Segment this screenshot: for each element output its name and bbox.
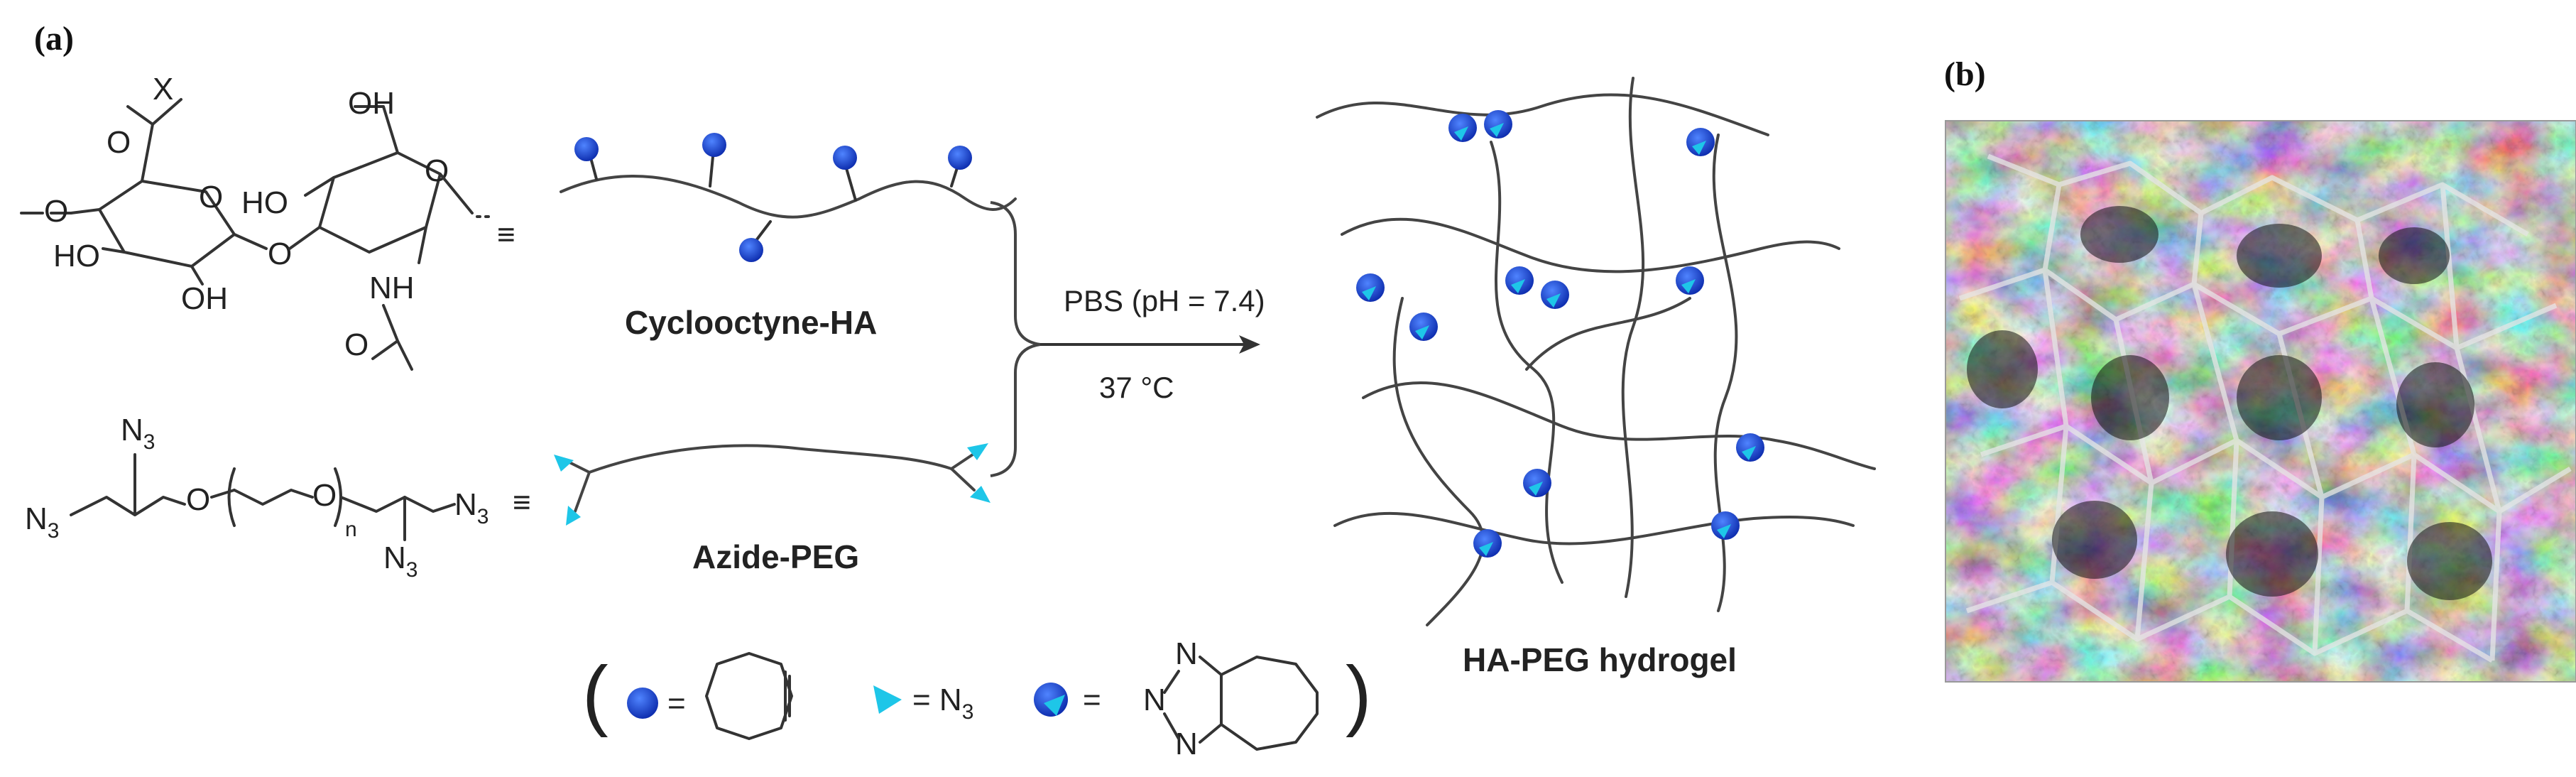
azide-peg-label: Azide-PEG: [692, 538, 859, 575]
legend-equals-1: =: [667, 686, 686, 721]
ring1-ho: HO: [53, 239, 100, 273]
cyclooctyne-dot: [948, 146, 972, 170]
ring2-nh: NH: [369, 271, 415, 305]
panel-label-a: (a): [34, 20, 74, 58]
cyclooctyne-dot: [627, 688, 658, 719]
triazole-n2: N: [1143, 683, 1166, 717]
peg-n3-right: N3: [454, 487, 489, 528]
reaction-condition-temperature: 37 °C: [1099, 371, 1174, 404]
azide-arrow-icon: [873, 685, 902, 714]
ring1-oh: OH: [181, 281, 228, 316]
triazole-n3: N: [1175, 727, 1198, 761]
acetyl-oxygen: O: [344, 327, 369, 362]
legend: ( = = N3 = N N N ): [582, 636, 1372, 761]
arrow-head-icon: [1239, 335, 1260, 354]
ring2-ho: HO: [241, 185, 288, 220]
cyclooctyne-dot: [833, 146, 857, 170]
sem-micrograph: [1945, 120, 2576, 683]
azide-arrow-icon: [566, 506, 581, 526]
azide-arrow-icon: [967, 443, 988, 460]
hyaluronic-acid-structure: O O X O HO OH O O OH HO NH O ≡: [20, 72, 515, 371]
triazole-crosslink: [1356, 110, 1764, 558]
peg-oxygen-1: O: [186, 482, 210, 517]
cyclooctyne-ha-label: Cyclooctyne-HA: [625, 304, 877, 341]
left-linkage-oxygen: O: [44, 194, 68, 229]
cyclooctyne-ha-cartoon: Cyclooctyne-HA: [560, 133, 1017, 341]
ha-equivalence-sign: ≡: [497, 217, 515, 252]
peg-oxygen-2: O: [312, 478, 337, 513]
azide-arrow-icon: [554, 455, 574, 472]
cyclooctyne-dot: [739, 238, 763, 262]
peg-n3-left: N3: [25, 501, 59, 543]
peg-repeat-n: n: [345, 518, 357, 541]
legend-close-paren: ): [1346, 651, 1372, 738]
azide-peg-structure: N3 N3 O O n N3 N3 ≡: [25, 413, 531, 582]
hydrogel-network: HA-PEG hydrogel: [1316, 77, 1876, 678]
glycosidic-oxygen: O: [268, 237, 292, 271]
triazole-n1: N: [1175, 636, 1198, 671]
x-group: X: [153, 72, 173, 107]
carbonyl-oxygen: O: [107, 125, 131, 160]
cyclooctyne-dot: [702, 133, 726, 157]
peg-n3-bottom: N3: [383, 540, 417, 582]
reaction-condition-buffer: PBS (pH = 7.4): [1064, 284, 1265, 317]
legend-open-paren: (: [582, 651, 608, 738]
peg-equivalence-sign: ≡: [513, 485, 531, 520]
ring2-ch2oh: OH: [348, 86, 395, 121]
legend-equals-3: =: [1083, 683, 1101, 717]
cyclooctyne-dot: [574, 137, 599, 161]
ring1-oxygen: O: [199, 180, 223, 214]
legend-equals-2: = N3: [912, 683, 973, 724]
peg-n3-top: N3: [121, 413, 155, 454]
azide-arrow-icon: [970, 486, 990, 503]
hydrogel-label: HA-PEG hydrogel: [1463, 641, 1737, 678]
cyclooctyne-ring-icon: [705, 652, 793, 740]
ring2-oxygen: O: [425, 153, 449, 188]
cyclooctane-ring-icon: [1220, 656, 1319, 751]
reaction-arrow-group: PBS (pH = 7.4) 37 °C: [990, 201, 1265, 477]
azide-peg-cartoon: Azide-PEG: [554, 443, 990, 575]
panel-label-b: (b): [1944, 55, 1986, 93]
